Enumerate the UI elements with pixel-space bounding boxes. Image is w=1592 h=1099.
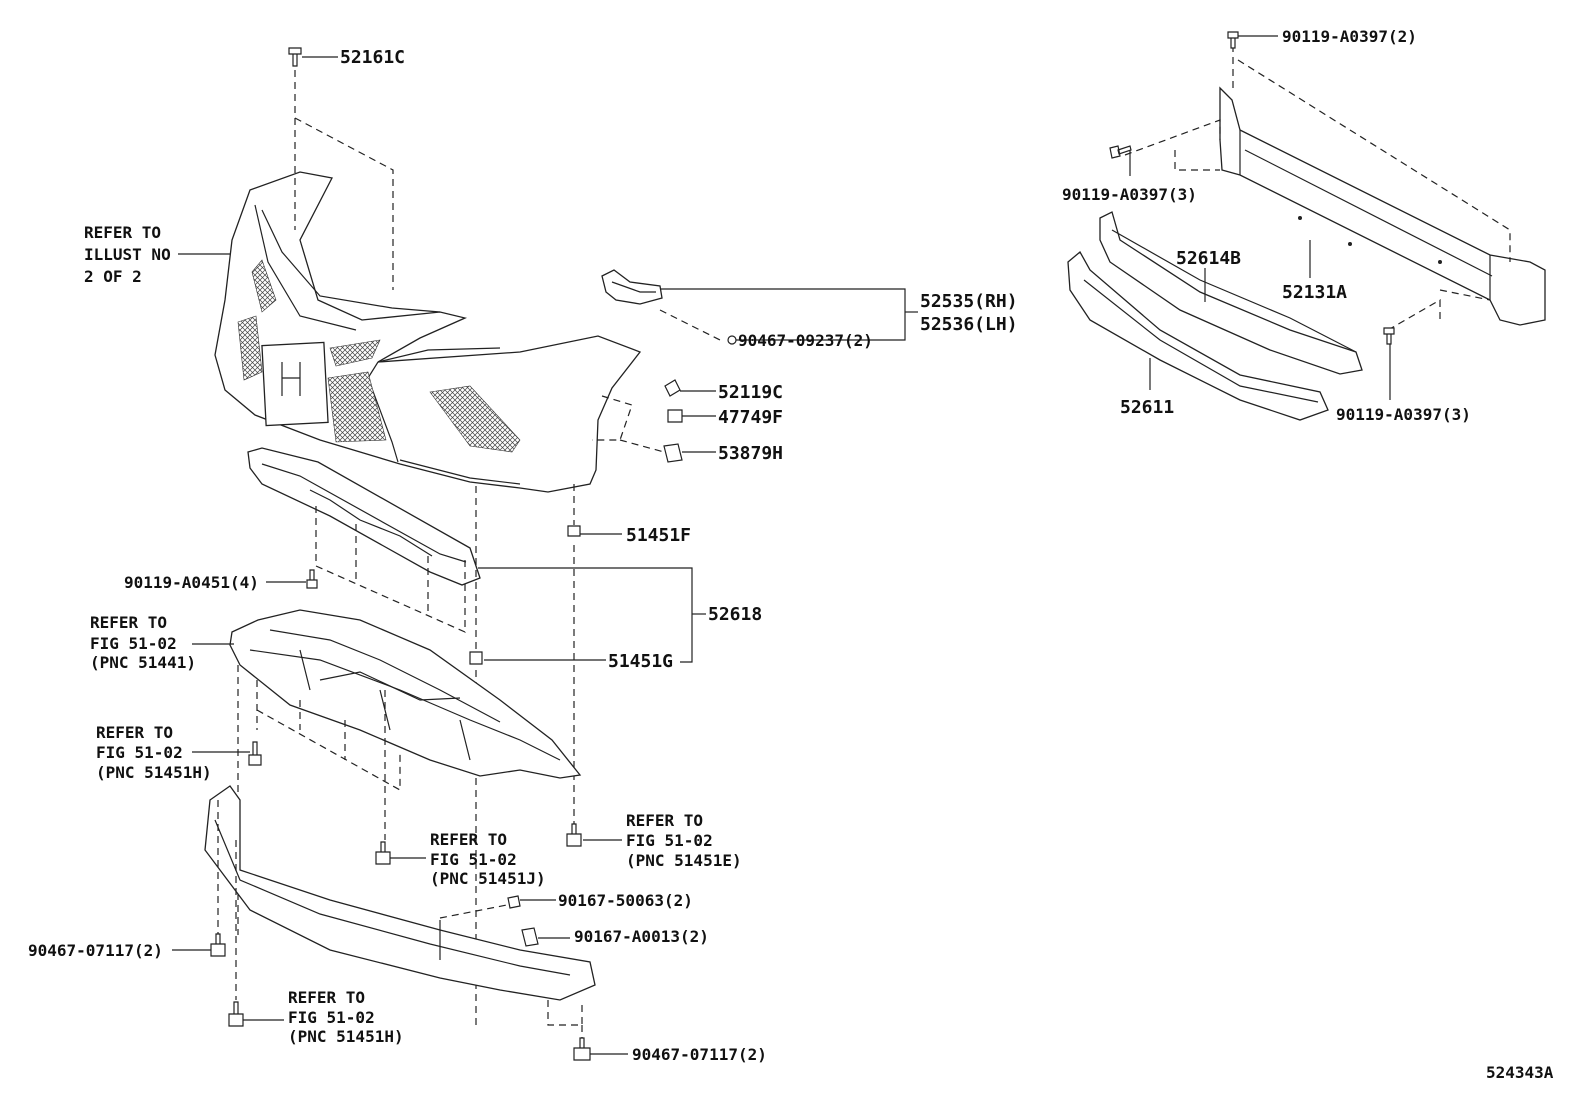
note-51441-line2: FIG 51-02 <box>90 634 177 653</box>
note-51451h-upper-line1: REFER TO <box>96 723 173 742</box>
note-51451e-line1: REFER TO <box>626 811 703 830</box>
absorber-52614b <box>1099 211 1363 375</box>
note-51451j-line1: REFER TO <box>430 830 507 849</box>
note-51451h-lower-line2: FIG 51-02 <box>288 1008 375 1027</box>
label-52611: 52611 <box>1120 397 1174 418</box>
note-illust-line2: ILLUST NO <box>84 245 171 264</box>
label-90119-a0397-top: 90119-A0397(2) <box>1282 27 1417 46</box>
engine-under-cover <box>229 609 582 779</box>
label-51451f: 51451F <box>626 525 691 546</box>
label-52618: 52618 <box>708 604 762 625</box>
bumper-cover <box>214 171 642 493</box>
note-51451h-upper-line3: (PNC 51451H) <box>96 763 212 782</box>
note-51441-line3: (PNC 51441) <box>90 653 196 672</box>
side-bracket <box>601 269 663 305</box>
label-53879h: 53879H <box>718 443 783 464</box>
label-52536: 52536(LH) <box>920 314 1018 335</box>
label-47749f: 47749F <box>718 407 783 428</box>
label-51451g: 51451G <box>608 651 673 672</box>
label-90119-a0451: 90119-A0451(4) <box>124 573 259 592</box>
note-51451j-line2: FIG 51-02 <box>430 850 517 869</box>
label-52535: 52535(RH) <box>920 291 1018 312</box>
label-52119c: 52119C <box>718 382 783 403</box>
bumper-reinforcement <box>1219 86 1546 326</box>
label-90167-a0013: 90167-A0013(2) <box>574 927 709 946</box>
lower-lip-spoiler <box>204 785 596 1001</box>
label-90119-a0397-left: 90119-A0397(3) <box>1062 185 1197 204</box>
note-51451h-lower-line3: (PNC 51451H) <box>288 1027 404 1046</box>
note-51451e-line3: (PNC 51451E) <box>626 851 742 870</box>
note-51451j-line3: (PNC 51451J) <box>430 869 546 888</box>
label-90467-07117-left: 90467-07117(2) <box>28 941 163 960</box>
label-90467-09237: 90467-09237(2) <box>738 331 873 350</box>
diagram-id: 524343A <box>1486 1063 1554 1082</box>
note-51451e-line2: FIG 51-02 <box>626 831 713 850</box>
absorber-52611 <box>1067 250 1329 421</box>
note-illust-line3: 2 OF 2 <box>84 267 142 286</box>
note-51451h-upper-line2: FIG 51-02 <box>96 743 183 762</box>
label-52161c: 52161C <box>340 47 405 68</box>
label-52614b: 52614B <box>1176 248 1241 269</box>
note-illust-line1: REFER TO <box>84 223 161 242</box>
front-spoiler-bracket <box>247 447 481 586</box>
label-90467-07117-bottom: 90467-07117(2) <box>632 1045 767 1064</box>
leader-lines <box>172 35 1391 1055</box>
part-labels: 52161C REFER TO ILLUST NO 2 OF 2 52535(R… <box>28 27 1554 1082</box>
label-90167-50063: 90167-50063(2) <box>558 891 693 910</box>
label-90119-a0397-right: 90119-A0397(3) <box>1336 405 1471 424</box>
note-51451h-lower-line1: REFER TO <box>288 988 365 1007</box>
bolt-icon <box>210 31 1395 1061</box>
label-52131a: 52131A <box>1282 282 1347 303</box>
note-51441-line1: REFER TO <box>90 613 167 632</box>
